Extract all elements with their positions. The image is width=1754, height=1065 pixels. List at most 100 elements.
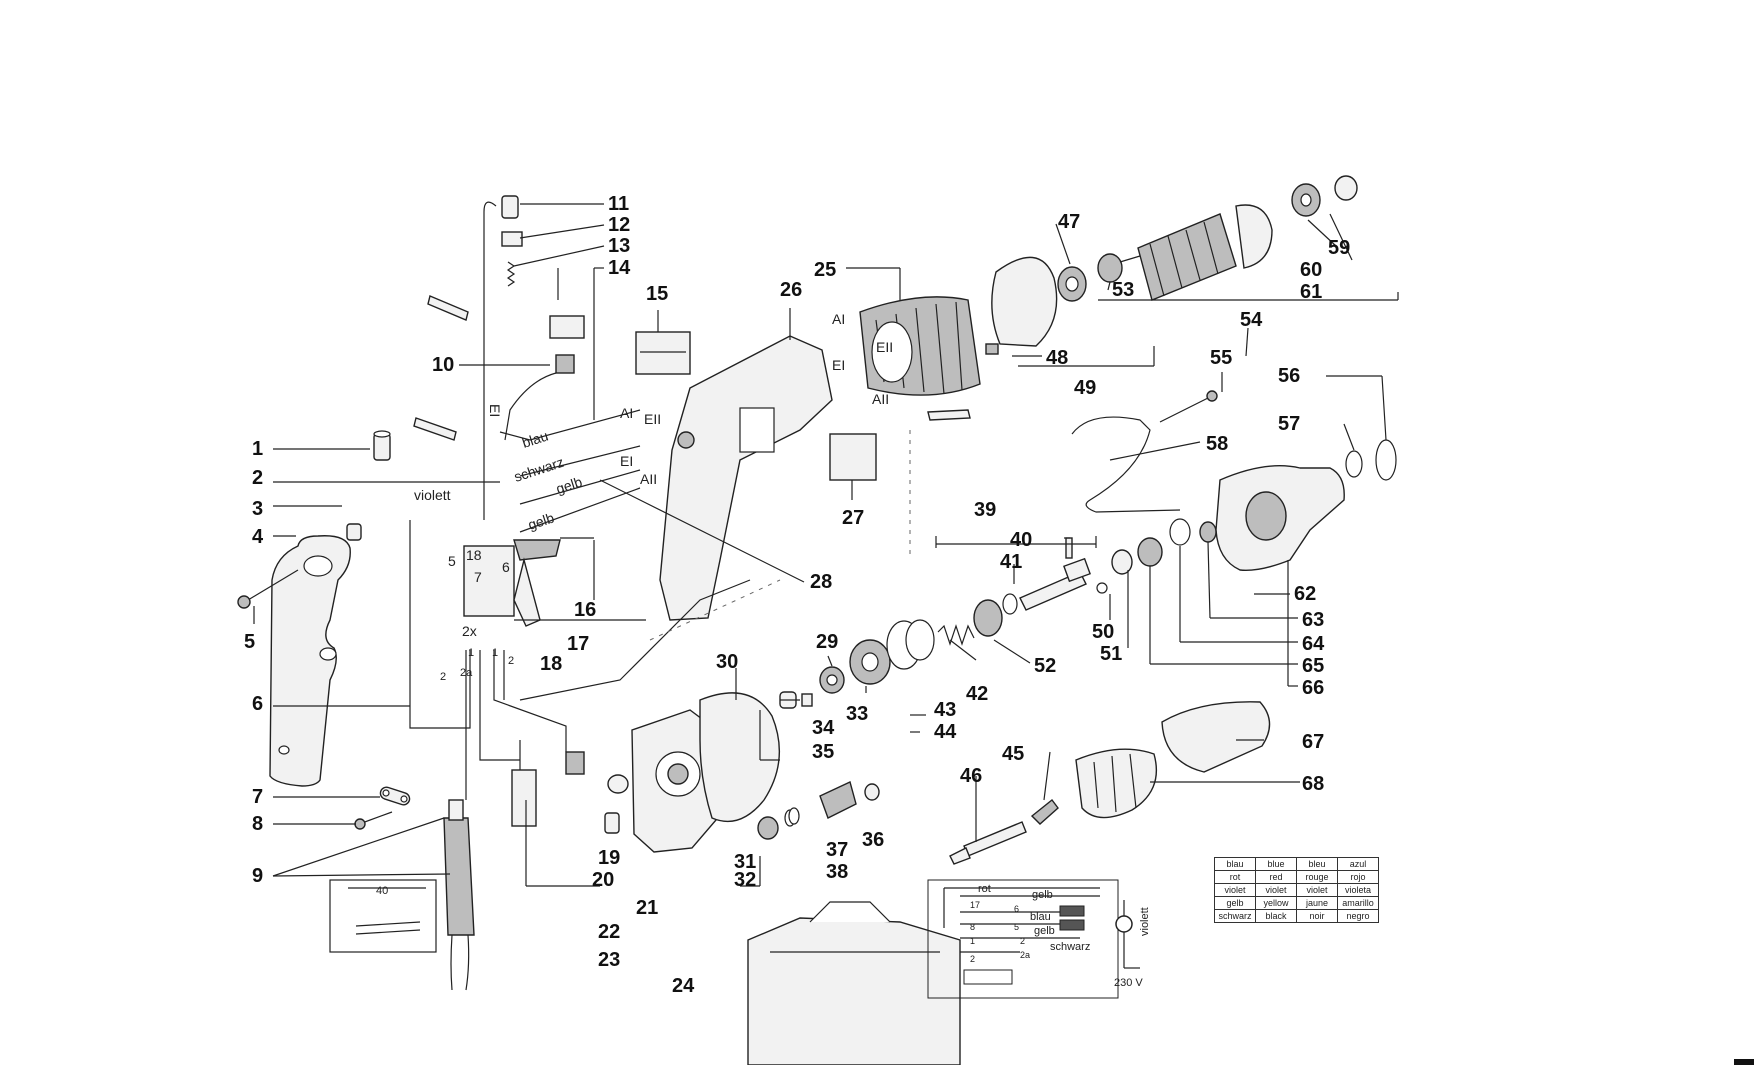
label-20: 20 bbox=[592, 869, 614, 891]
label-32: 32 bbox=[734, 869, 756, 891]
switch-6: 6 bbox=[502, 559, 510, 575]
label-64: 64 bbox=[1302, 633, 1325, 655]
schem-t6: 6 bbox=[1014, 904, 1019, 914]
schem-blau: blau bbox=[1030, 911, 1051, 923]
label-17: 17 bbox=[567, 633, 589, 655]
part-22-brushes bbox=[511, 740, 585, 827]
label-40: 40 bbox=[1010, 529, 1032, 551]
label-68: 68 bbox=[1302, 773, 1324, 795]
label-60: 60 bbox=[1300, 259, 1322, 281]
part-53-bearing bbox=[1097, 253, 1123, 283]
label-67: 67 bbox=[1302, 731, 1324, 753]
switch-2x: 2x bbox=[462, 623, 477, 639]
label-24: 24 bbox=[672, 975, 695, 997]
term-wire-EI: EI bbox=[487, 404, 503, 417]
color-table-cell: jaune bbox=[1296, 896, 1338, 910]
label-45: 45 bbox=[1002, 743, 1024, 765]
part-62-gear-cover bbox=[1215, 465, 1345, 571]
schem-t8: 8 bbox=[970, 922, 975, 932]
term-housing-EII: EII bbox=[644, 411, 661, 427]
label-57: 57 bbox=[1278, 413, 1300, 435]
switch-5: 5 bbox=[448, 553, 456, 569]
term-stator-EII: EII bbox=[876, 339, 893, 355]
label-7: 7 bbox=[252, 786, 263, 808]
part-8-screw bbox=[354, 811, 393, 830]
color-table-cell: amarillo bbox=[1337, 896, 1379, 910]
label-14: 14 bbox=[608, 257, 631, 279]
switch-7: 7 bbox=[474, 569, 482, 585]
color-table-cell: rouge bbox=[1296, 870, 1338, 884]
pin-1a: 1 bbox=[468, 647, 474, 659]
label-23: 23 bbox=[598, 949, 620, 971]
part-50-ring bbox=[1096, 582, 1108, 594]
label-1: 1 bbox=[252, 438, 263, 460]
label-55: 55 bbox=[1210, 347, 1232, 369]
color-table-cell: violeta bbox=[1337, 883, 1379, 897]
pin-2b: 2 bbox=[508, 655, 514, 667]
wire-gelb-1: gelb bbox=[554, 473, 584, 496]
part-55-screw bbox=[1159, 390, 1218, 423]
color-table-cell: rojo bbox=[1337, 870, 1379, 884]
cable-40: 40 bbox=[376, 885, 388, 897]
part-19-20-bushings bbox=[604, 774, 629, 834]
part-29-bearing bbox=[819, 666, 845, 694]
color-table-cell: violet bbox=[1214, 883, 1256, 897]
label-51: 51 bbox=[1100, 643, 1122, 665]
wiring-schematic: rot gelb blau gelb schwarz violett 230 V… bbox=[927, 879, 1151, 999]
part-3-bushing bbox=[346, 523, 362, 541]
wire-violett: violett bbox=[414, 487, 451, 503]
part-numbers: 1 2 3 4 5 6 7 8 9 10 11 12 13 14 15 16 1… bbox=[244, 193, 1350, 997]
label-19: 19 bbox=[598, 847, 620, 869]
switch-18: 18 bbox=[466, 547, 482, 563]
term-stator-EI: EI bbox=[832, 357, 845, 373]
label-41: 41 bbox=[1000, 551, 1022, 573]
color-table-cell: azul bbox=[1337, 857, 1379, 871]
corner-mark bbox=[1734, 1059, 1754, 1065]
label-35: 35 bbox=[812, 741, 834, 763]
color-table-cell: blue bbox=[1255, 857, 1297, 871]
term-housing-AI: AI bbox=[620, 405, 633, 421]
label-13: 13 bbox=[608, 235, 630, 257]
wiring-lines bbox=[409, 409, 971, 800]
part-21-gear-housing bbox=[631, 709, 717, 853]
part-30-gasket bbox=[699, 692, 781, 823]
label-12: 12 bbox=[608, 214, 630, 236]
label-47: 47 bbox=[1058, 211, 1080, 233]
part-40-pin bbox=[1065, 537, 1073, 559]
terminal-labels: violett blau schwarz gelb gelb AI EII EI… bbox=[376, 311, 893, 897]
schem-gelb: gelb bbox=[1032, 889, 1053, 901]
label-56: 56 bbox=[1278, 365, 1300, 387]
label-38: 38 bbox=[826, 861, 848, 883]
color-table-cell: rot bbox=[1214, 870, 1256, 884]
part-33-gear bbox=[849, 639, 891, 685]
part-16-switch bbox=[463, 539, 561, 627]
label-44: 44 bbox=[934, 721, 957, 743]
part-5-screw bbox=[237, 569, 299, 609]
part-25-stator bbox=[859, 296, 981, 396]
label-37: 37 bbox=[826, 839, 848, 861]
part-7-cable-clamp bbox=[379, 786, 411, 806]
color-table-cell: violet bbox=[1255, 883, 1297, 897]
label-31: 31 bbox=[734, 851, 756, 873]
part-11-brush-cap bbox=[501, 195, 519, 219]
part-12-brush-clip bbox=[501, 231, 523, 247]
part-63-66-rings bbox=[1137, 518, 1217, 567]
term-housing-EI: EI bbox=[620, 453, 633, 469]
label-53: 53 bbox=[1112, 279, 1134, 301]
part-45-bit bbox=[1030, 799, 1059, 825]
schem-t1: 1 bbox=[970, 936, 975, 946]
color-table-cell: violet bbox=[1296, 883, 1338, 897]
schem-t5: 5 bbox=[1014, 922, 1019, 932]
color-table-cell: noir bbox=[1296, 909, 1338, 923]
label-62: 62 bbox=[1294, 583, 1316, 605]
schem-gelb-2: gelb bbox=[1034, 925, 1055, 937]
label-52: 52 bbox=[1034, 655, 1056, 677]
part-54-armature bbox=[1119, 204, 1273, 301]
part-58-wire-spring bbox=[1071, 416, 1181, 513]
label-58: 58 bbox=[1206, 433, 1228, 455]
color-table-cell: blau bbox=[1214, 857, 1256, 871]
part-51-bushing bbox=[1111, 549, 1133, 575]
label-5: 5 bbox=[244, 631, 255, 653]
